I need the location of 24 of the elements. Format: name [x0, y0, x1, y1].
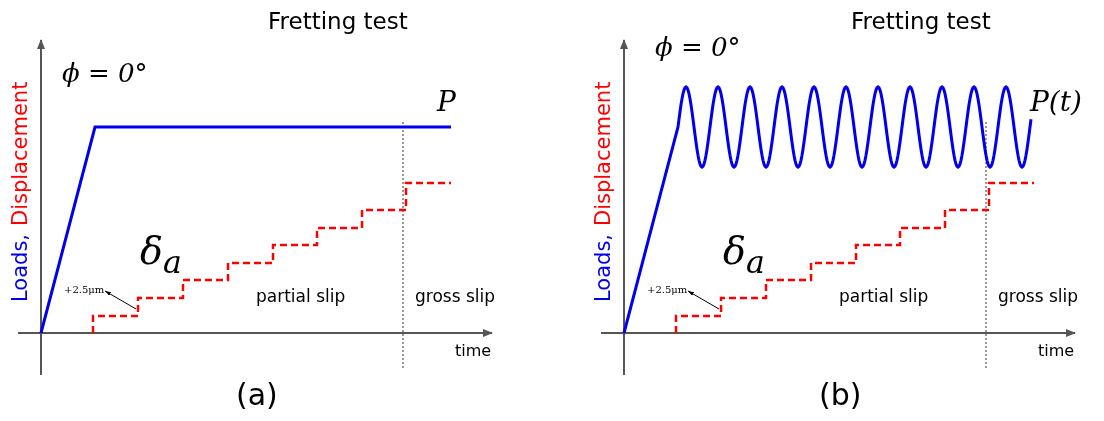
y-axis-label: Displacement: [593, 81, 614, 226]
y-axis-label: Loads,: [10, 234, 31, 302]
chart-title: Fretting test: [851, 10, 991, 33]
y-axis-label: Loads,: [593, 234, 614, 302]
step-size-label: +2.5μm: [647, 285, 688, 295]
panel-label: (b): [819, 380, 862, 410]
panel-label: (a): [236, 380, 278, 410]
y-axis-label: Displacement: [10, 81, 31, 226]
chart-title: Fretting test: [268, 10, 408, 33]
displacement-label: δ$_{a}$: [723, 232, 765, 279]
region-label: partial slip: [839, 288, 929, 305]
step-size-label: +2.5μm: [64, 285, 105, 295]
leader-line: [687, 290, 720, 310]
x-axis-label: time: [455, 343, 492, 359]
region-label: gross slip: [415, 288, 496, 305]
leader-line: [104, 290, 137, 310]
load-label: P(t): [1030, 88, 1082, 116]
phase-angle-label: ϕ = 0°: [62, 60, 148, 86]
region-label: gross slip: [998, 288, 1079, 305]
load-label: P: [437, 88, 456, 116]
region-label: partial slip: [256, 288, 346, 305]
x-axis-label: time: [1038, 343, 1075, 359]
phase-angle-label: ϕ = 0°: [655, 34, 741, 60]
displacement-label: δ$_{a}$: [140, 232, 182, 279]
